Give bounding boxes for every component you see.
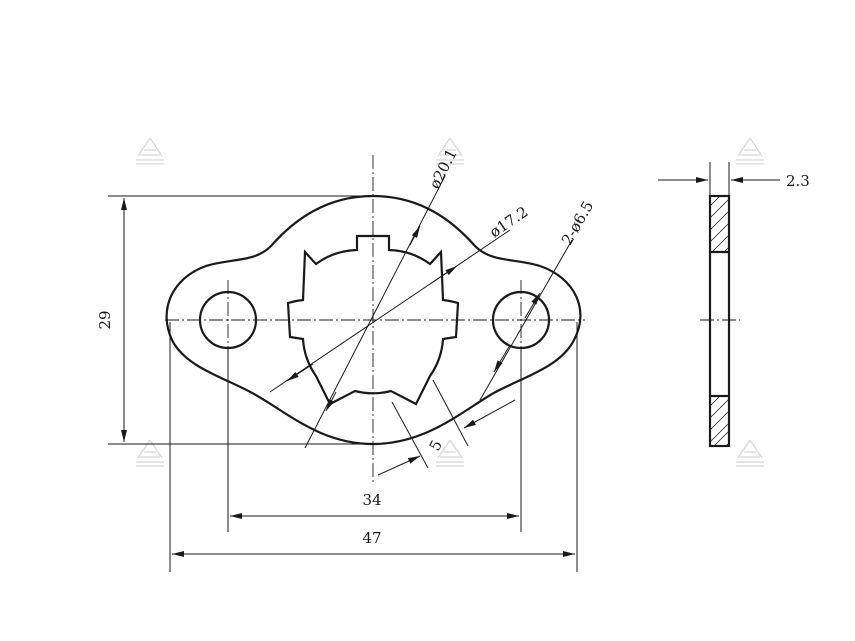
inner-spline-diameter-label: ø17.2 bbox=[486, 203, 531, 242]
section-hatching bbox=[709, 195, 730, 447]
dimension-lines bbox=[108, 175, 578, 572]
mounting-holes-label: 2-ø6.5 bbox=[558, 198, 597, 248]
overall-length-label: 47 bbox=[362, 529, 381, 547]
side-view bbox=[658, 162, 780, 448]
height-dimension-label: 29 bbox=[96, 310, 114, 329]
thickness-label: 2.3 bbox=[786, 172, 810, 190]
outer-spline-diameter-label: ø20.1 bbox=[426, 146, 461, 192]
hole-spacing-label: 34 bbox=[362, 491, 381, 509]
spline-hole bbox=[286, 234, 460, 406]
